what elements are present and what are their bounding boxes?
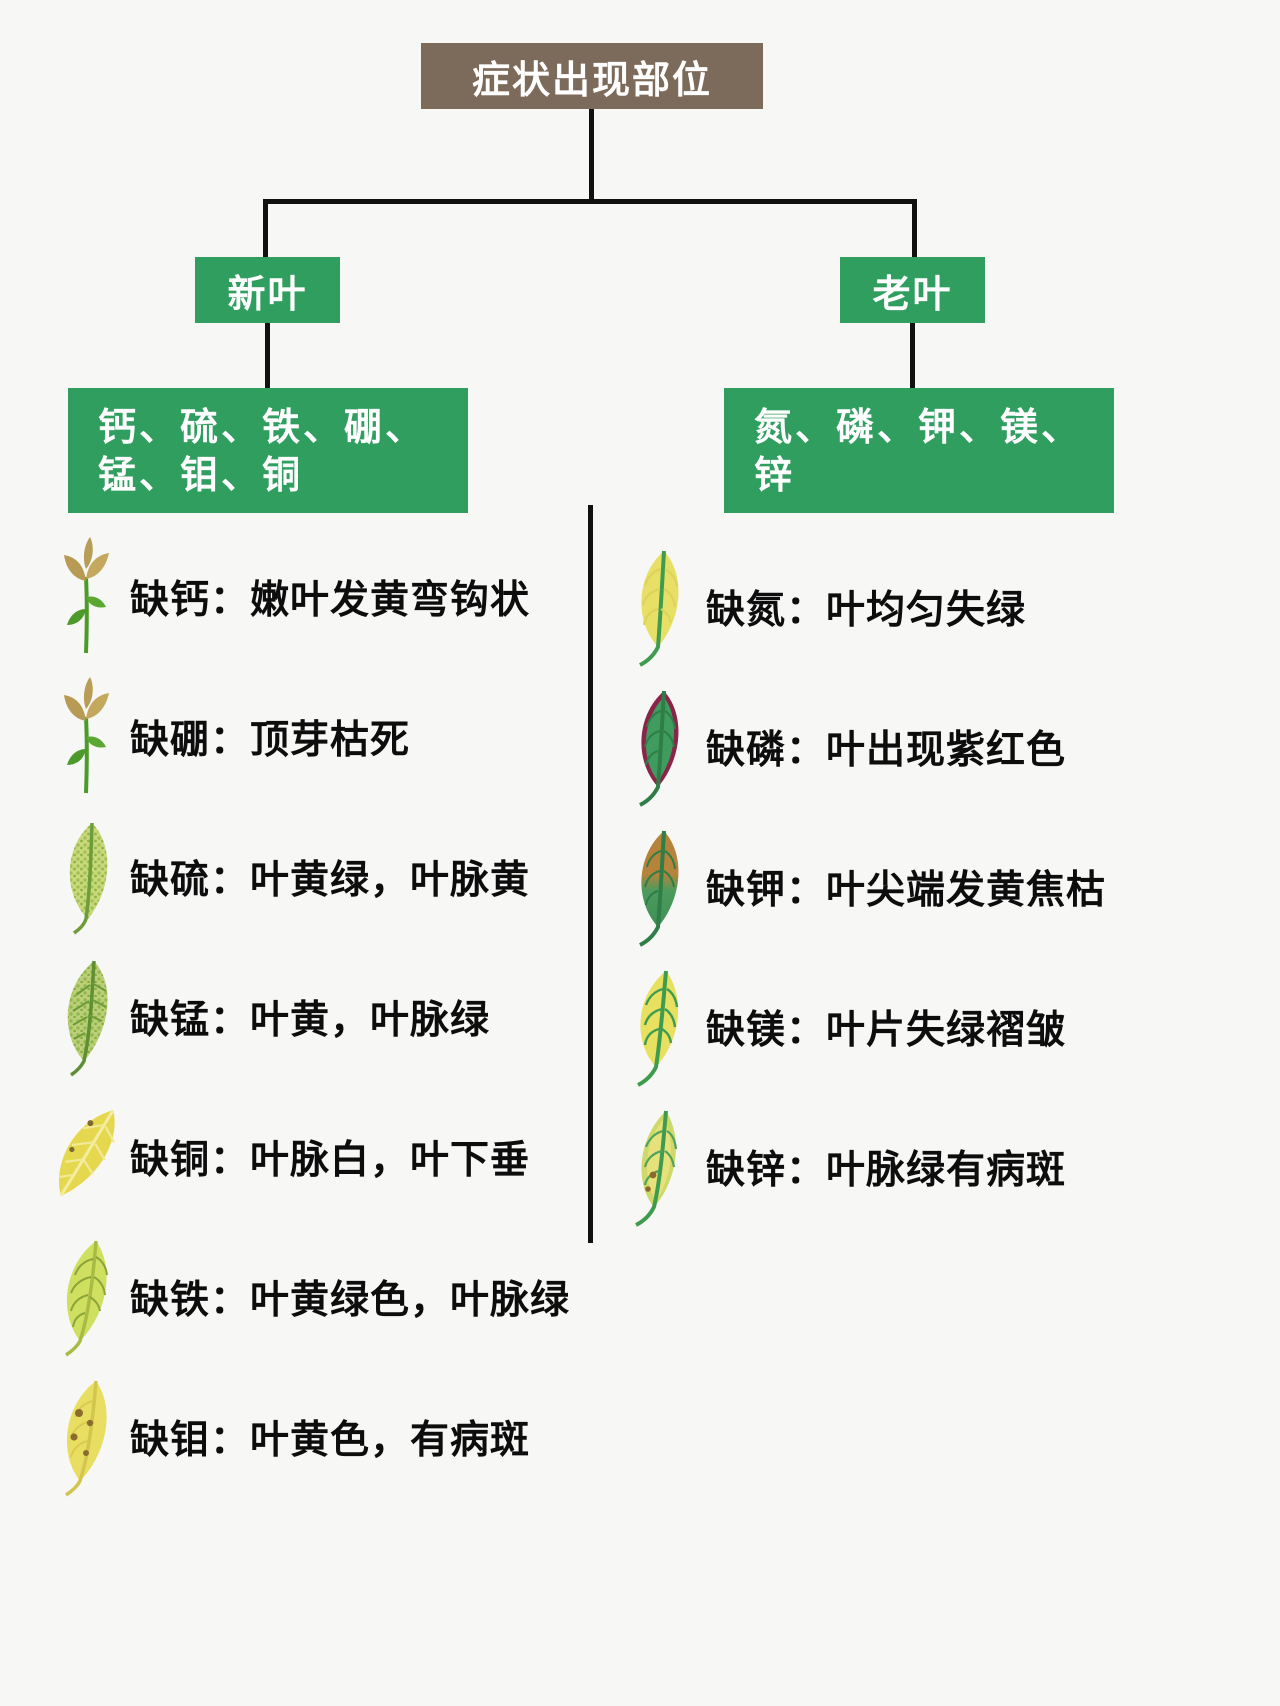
list-item-label: 缺锰：叶黄，叶脉绿	[130, 999, 491, 1042]
column-divider	[588, 505, 593, 1243]
list-item: 缺锌：叶脉绿有病斑	[620, 1097, 1140, 1237]
group-node-new-leaf-nutrients: 钙、硫、铁、硼、锰、钼、铜	[68, 388, 468, 513]
connector-newleaf-to-group	[265, 321, 270, 391]
leaf-yellow-drooping-icon	[48, 1095, 124, 1219]
connector-root-vertical	[589, 109, 594, 203]
list-item: 缺钙：嫩叶发黄弯钩状	[48, 527, 588, 667]
symptom-list-old-leaf: 缺氮：叶均匀失绿 缺磷：叶出现紫红色	[620, 537, 1140, 1237]
list-item-label: 缺氮：叶均匀失绿	[706, 589, 1027, 632]
leaf-purple-red-icon	[620, 685, 696, 809]
list-item-label: 缺铜：叶脉白，叶下垂	[130, 1139, 531, 1182]
leaf-mottled-yellowgreen-icon	[48, 815, 124, 939]
list-item: 缺磷：叶出现紫红色	[620, 677, 1140, 817]
leaf-mottled-green-icon	[48, 955, 124, 1079]
branch-node-new-leaf: 新叶	[195, 257, 340, 323]
list-item: 缺钼：叶黄色，有病斑	[48, 1367, 588, 1507]
list-item-label: 缺钼：叶黄色，有病斑	[130, 1419, 531, 1462]
list-item-label: 缺锌：叶脉绿有病斑	[706, 1149, 1067, 1192]
symptom-list-new-leaf: 缺钙：嫩叶发黄弯钩状 缺硼：顶芽枯死	[48, 527, 588, 1507]
root-node: 症状出现部位	[421, 43, 763, 109]
leaf-yellow-icon	[620, 545, 696, 669]
leaf-yellow-green-vein-icon	[620, 965, 696, 1089]
list-item-label: 缺镁：叶片失绿褶皱	[706, 1009, 1067, 1052]
list-item: 缺硼：顶芽枯死	[48, 667, 588, 807]
leaf-yellowgreen-icon	[48, 1235, 124, 1359]
leaf-green-spotted-icon	[620, 1105, 696, 1229]
list-item-label: 缺铁：叶黄绿色，叶脉绿	[130, 1279, 571, 1322]
connector-horizontal-bar	[263, 199, 917, 204]
list-item: 缺铁：叶黄绿色，叶脉绿	[48, 1227, 588, 1367]
list-item: 缺镁：叶片失绿褶皱	[620, 957, 1140, 1097]
list-item: 缺铜：叶脉白，叶下垂	[48, 1087, 588, 1227]
group-node-old-leaf-nutrients: 氮、磷、钾、镁、锌	[724, 388, 1114, 513]
list-item-label: 缺磷：叶出现紫红色	[706, 729, 1067, 772]
list-item-label: 缺硼：顶芽枯死	[130, 719, 411, 762]
list-item: 缺氮：叶均匀失绿	[620, 537, 1140, 677]
list-item-label: 缺钙：嫩叶发黄弯钩状	[130, 579, 531, 622]
list-item: 缺钾：叶尖端发黄焦枯	[620, 817, 1140, 957]
branch-node-old-leaf: 老叶	[840, 257, 985, 323]
list-item-label: 缺钾：叶尖端发黄焦枯	[706, 869, 1107, 912]
connector-left-drop	[263, 199, 268, 259]
connector-oldleaf-to-group	[910, 321, 915, 391]
leaf-green-brown-tip-icon	[620, 825, 696, 949]
list-item: 缺硫：叶黄绿，叶脉黄	[48, 807, 588, 947]
connector-right-drop	[912, 199, 917, 259]
list-item-label: 缺硫：叶黄绿，叶脉黄	[130, 859, 531, 902]
leaf-yellow-spotted-icon	[48, 1375, 124, 1499]
sprout-tan-icon	[48, 675, 124, 799]
list-item: 缺锰：叶黄，叶脉绿	[48, 947, 588, 1087]
sprout-tan-icon	[48, 535, 124, 659]
